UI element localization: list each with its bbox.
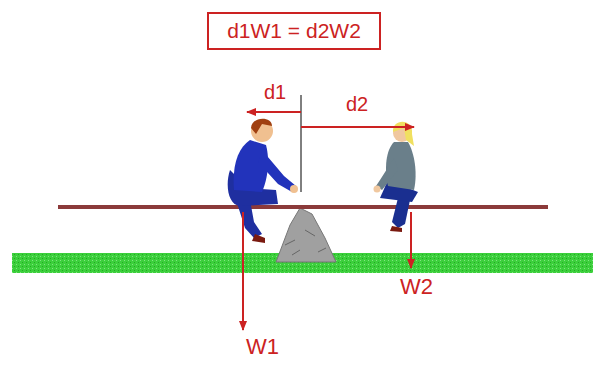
weight-arrow	[242, 212, 244, 330]
distance-label: d1	[264, 82, 286, 102]
distance-arrow	[301, 126, 414, 128]
man-figure	[228, 119, 298, 243]
distance-label: d2	[346, 94, 368, 114]
weight-label: W1	[246, 336, 279, 358]
formula-text: d1W1 = d2W2	[227, 19, 361, 43]
pivot-line	[301, 95, 302, 192]
distance-arrow	[247, 111, 301, 113]
formula-box: d1W1 = d2W2	[207, 12, 381, 50]
weight-arrow	[410, 212, 412, 268]
seesaw-plank	[58, 205, 548, 209]
weight-label: W2	[400, 276, 433, 298]
fulcrum-rock	[276, 208, 336, 262]
